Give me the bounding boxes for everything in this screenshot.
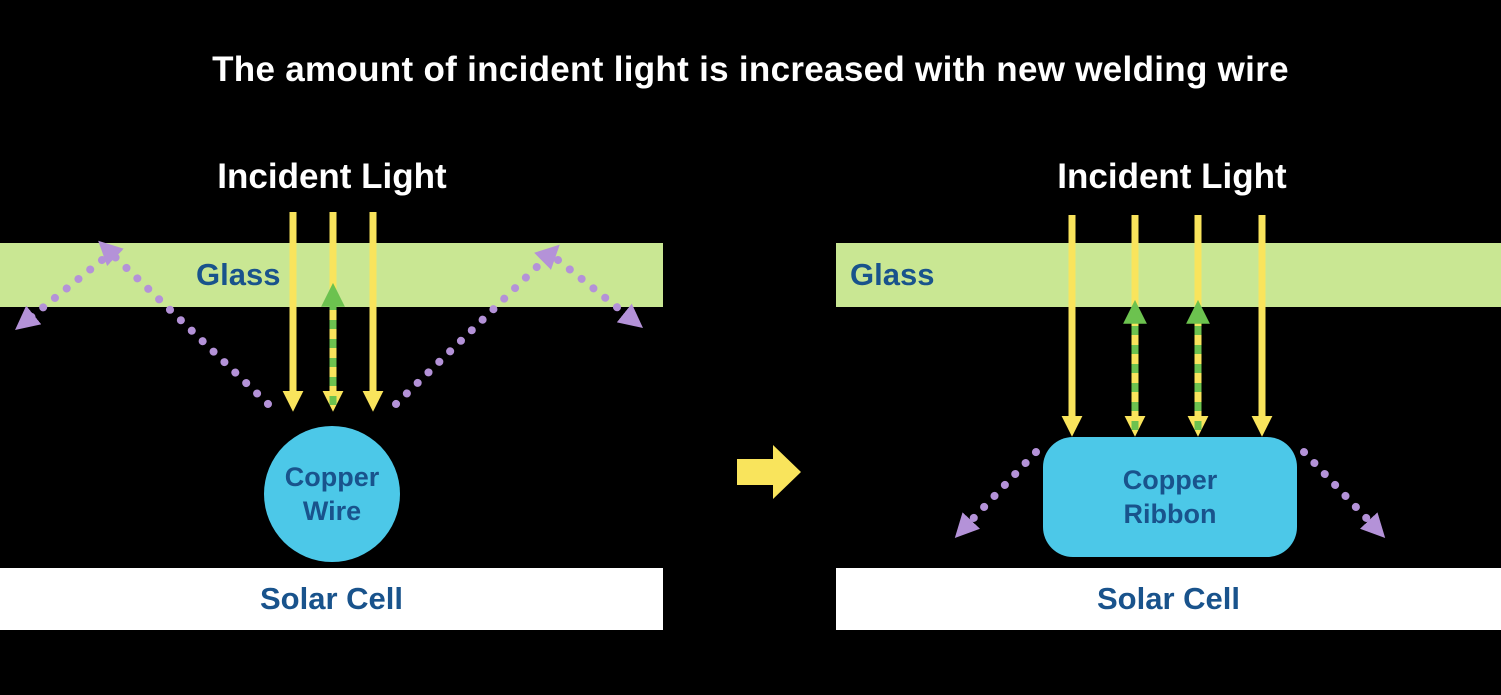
left-solar-cell-label: Solar Cell <box>260 581 403 616</box>
copper-wire-label-line2: Wire <box>302 496 362 526</box>
right-solar-cell-label: Solar Cell <box>1097 581 1240 616</box>
right-absorbed-ray-arrows <box>1123 299 1210 430</box>
left-solar-cell-bar: Solar Cell <box>0 568 663 630</box>
copper-ribbon-label-line1: Copper <box>1122 465 1218 495</box>
right-solar-cell-bar: Solar Cell <box>836 568 1501 630</box>
right-glass-label: Glass <box>850 257 935 292</box>
right-glass-bar <box>836 243 1501 307</box>
copper-wire-circle: Copper Wire <box>264 426 400 562</box>
reflected-ray-arrow <box>1300 448 1386 538</box>
transition-arrow <box>737 445 801 499</box>
diagram-title: The amount of incident light is increase… <box>212 50 1289 89</box>
copper-ribbon-rect: Copper Ribbon <box>1043 437 1297 557</box>
left-glass-label: Glass <box>196 257 281 292</box>
right-incident-light-label: Incident Light <box>1057 157 1287 196</box>
copper-ribbon-label-line2: Ribbon <box>1123 499 1217 529</box>
reflected-ray-arrow <box>954 448 1040 538</box>
copper-wire-label-line1: Copper <box>284 462 380 492</box>
left-glass-bar <box>0 243 663 307</box>
left-incident-light-label: Incident Light <box>217 157 447 196</box>
